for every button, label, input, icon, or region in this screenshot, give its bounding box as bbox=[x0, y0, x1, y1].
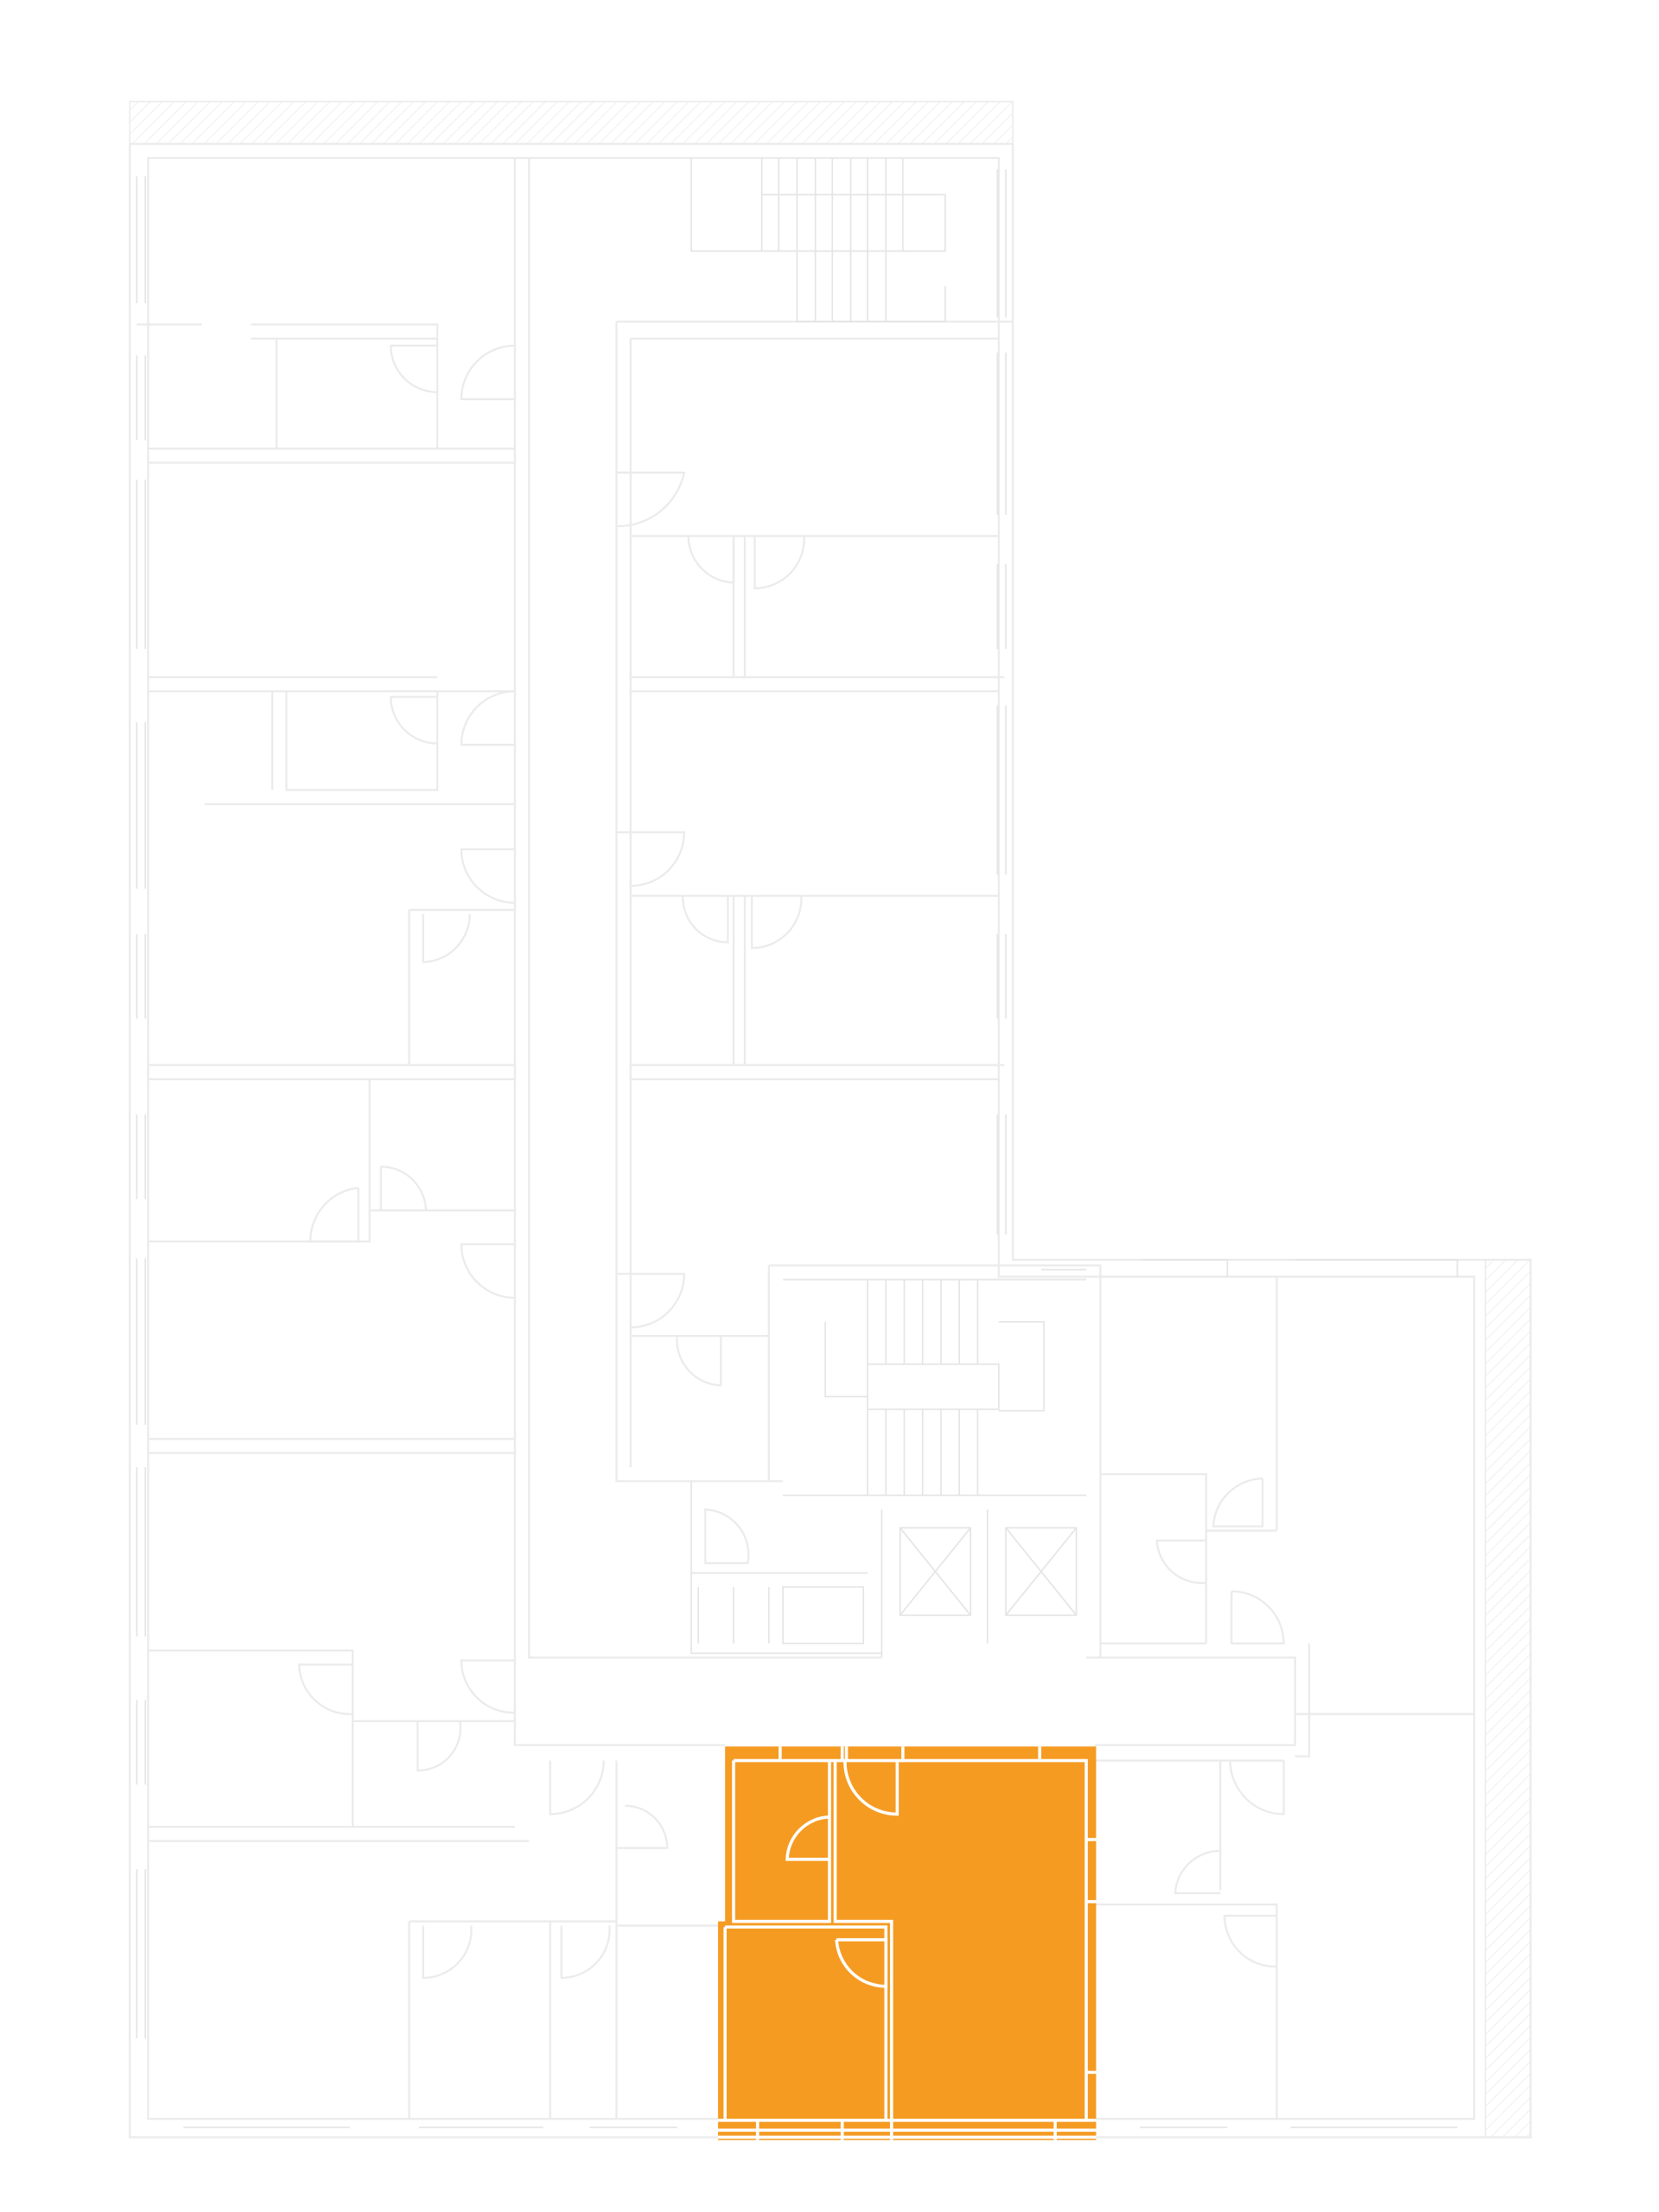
elevator-2 bbox=[1005, 1527, 1077, 1617]
unit-doors bbox=[785, 1760, 899, 1988]
bathroom-door-swing bbox=[785, 1815, 830, 1861]
doors bbox=[297, 344, 1285, 1980]
windows bbox=[136, 168, 1458, 2128]
top-hatched-wall bbox=[129, 100, 1014, 145]
bedroom-door-swing bbox=[835, 1938, 888, 1988]
highlighted-unit[interactable] bbox=[718, 1746, 1096, 2140]
entry-door-swing bbox=[843, 1760, 899, 1816]
stair-elevator-core bbox=[690, 1264, 1102, 1658]
corridors bbox=[513, 157, 1475, 1758]
right-rooms bbox=[616, 157, 1014, 1482]
unit-walls bbox=[718, 1746, 1096, 2140]
right-wing-rooms bbox=[1040, 1259, 1459, 2120]
building-outline bbox=[129, 100, 1532, 2139]
right-hatched-wall bbox=[1484, 1259, 1532, 2139]
elevator-1 bbox=[899, 1527, 972, 1617]
unit-fill[interactable] bbox=[718, 1746, 1096, 2140]
left-rooms bbox=[137, 323, 720, 2120]
